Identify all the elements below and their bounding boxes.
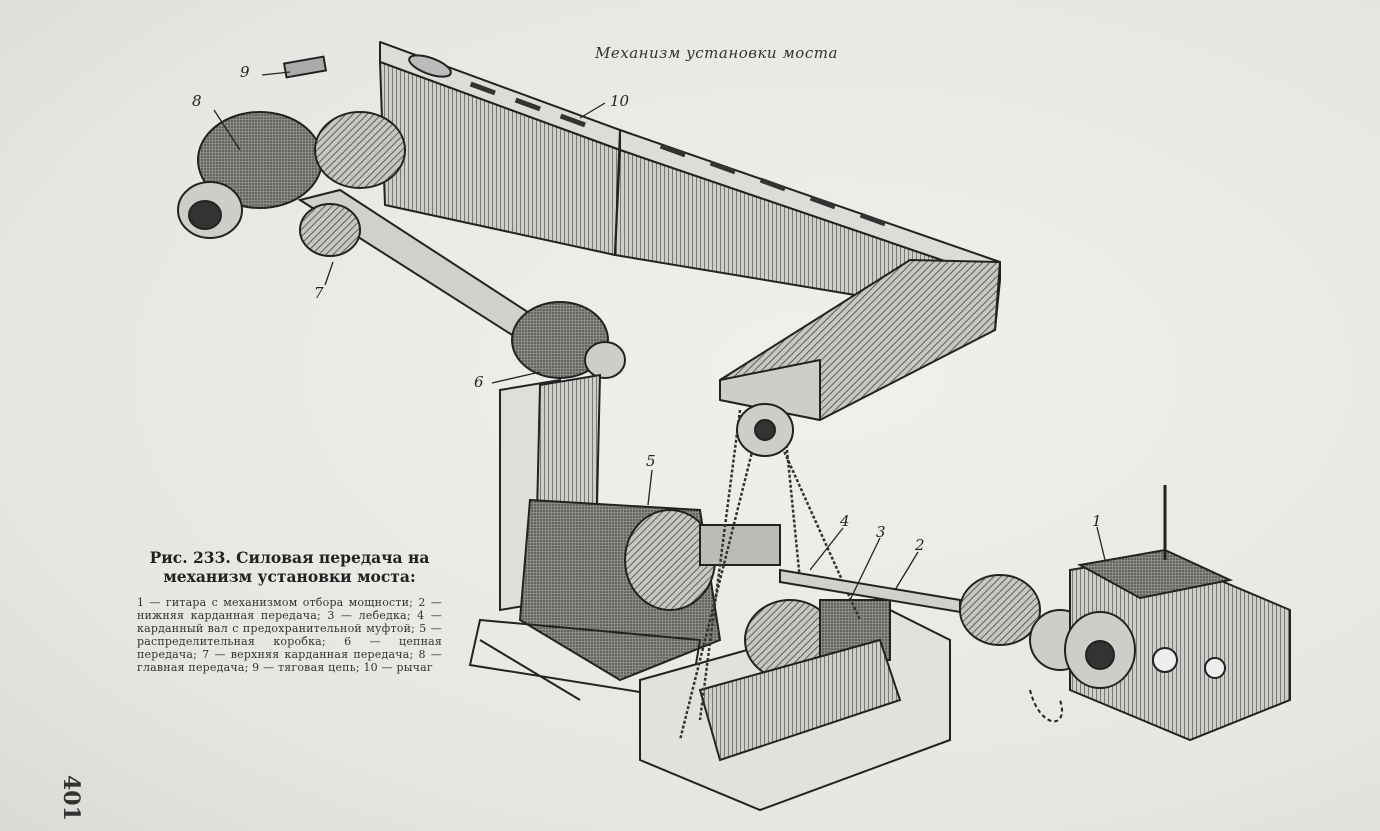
- callout-2: 2: [915, 536, 925, 554]
- callout-7: 7: [314, 284, 324, 302]
- callout-9: 9: [240, 63, 250, 81]
- callout-4: 4: [840, 512, 850, 530]
- lever-pulley: [736, 403, 794, 457]
- figure-caption: Рис. 233. Силовая передача на механизм у…: [137, 548, 442, 674]
- winch: [639, 599, 951, 812]
- caption-legend: 1 — гитара с механизмом отбора мощности;…: [137, 596, 442, 674]
- main-drive: [177, 55, 406, 239]
- upper-cardan-shaft: [297, 188, 626, 379]
- running-head: Механизм установки моста: [595, 44, 838, 62]
- callout-leaders: [213, 71, 1106, 601]
- callout-10: 10: [610, 92, 630, 110]
- callout-1: 1: [1092, 512, 1102, 530]
- callout-5: 5: [646, 452, 656, 470]
- page-number: 401: [58, 775, 84, 821]
- caption-title: Рис. 233. Силовая передача на механизм у…: [149, 548, 430, 586]
- power-takeoff-gearbox: [1029, 485, 1291, 742]
- callout-3: 3: [876, 523, 886, 541]
- callout-8: 8: [192, 92, 202, 110]
- distribution-box: [468, 498, 781, 702]
- callout-6: 6: [474, 373, 484, 391]
- lever-beam: [379, 41, 1001, 421]
